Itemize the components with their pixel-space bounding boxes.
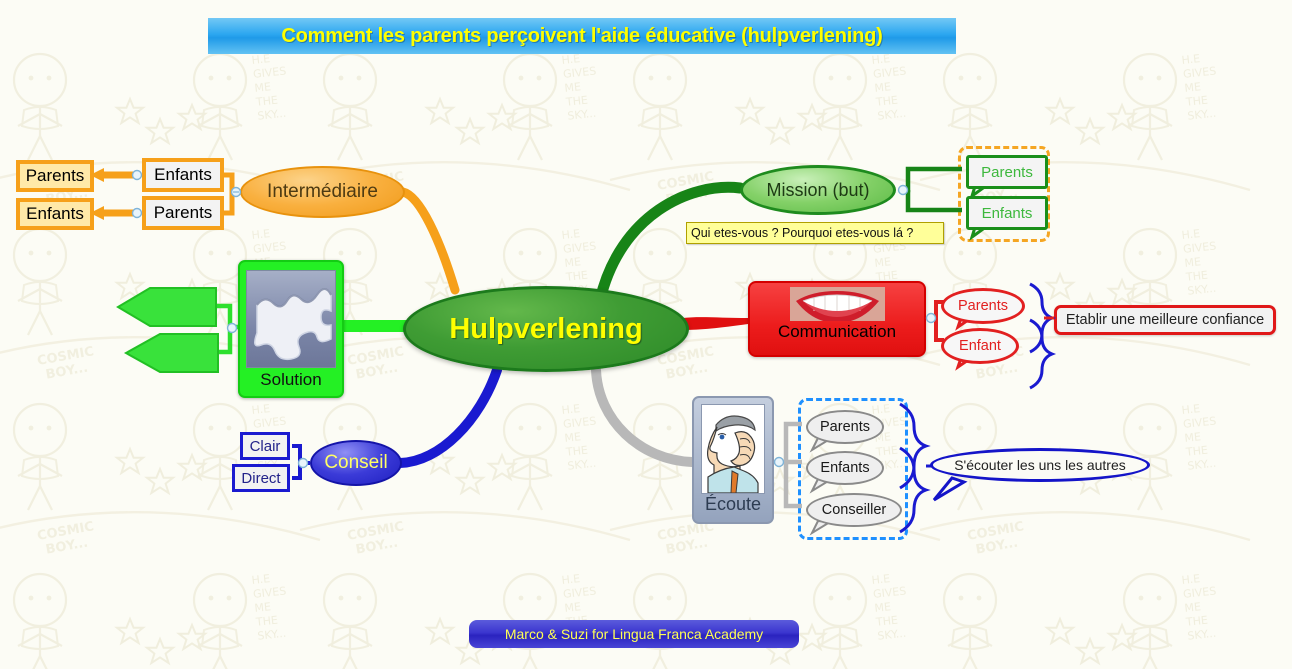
callout-ecoute-outcome-label: S'écouter les uns les autres	[954, 457, 1126, 473]
bubble-mission-parents[interactable]: Parents	[966, 155, 1048, 189]
node-mission-label: Mission (but)	[766, 179, 870, 200]
bubble-ecoute-conseiller[interactable]: Conseiller	[806, 493, 902, 527]
bubble-ecoute-enfants-label: Enfants	[820, 460, 870, 476]
callout-ecoute-outcome[interactable]: S'écouter les uns les autres	[930, 448, 1150, 482]
bubble-mission-enfants[interactable]: Enfants	[966, 196, 1048, 230]
bubble-ecoute-enfants[interactable]: Enfants	[806, 451, 884, 485]
box-intermediaire-outer-parents[interactable]: Parents	[16, 160, 94, 192]
node-ecoute[interactable]: Écoute	[692, 396, 774, 524]
footer-credit: Marco & Suzi for Lingua Franca Academy	[469, 620, 799, 648]
note-mission-question-text: Qui etes-vous ? Pourquoi etes-vous lá ?	[691, 226, 914, 240]
page-title-text: Comment les parents perçoivent l'aide éd…	[281, 24, 883, 47]
box-intermediaire-inner-enfants-label: Enfants	[154, 165, 212, 184]
bubble-mission-parents-label: Parents	[981, 163, 1033, 181]
node-solution-label: Solution	[260, 370, 322, 389]
node-communication[interactable]: Communication	[748, 281, 926, 357]
box-conseil-direct-label: Direct	[241, 469, 281, 487]
flag-indirecte[interactable]: Indirecte	[112, 288, 216, 326]
box-intermediaire-outer-enfants[interactable]: Enfants	[16, 198, 94, 230]
box-conseil-clair[interactable]: Clair	[240, 432, 290, 460]
bubble-communication-parents-label: Parents	[958, 298, 1008, 314]
box-intermediaire-outer-parents-label: Parents	[25, 166, 85, 185]
page-title: Comment les parents perçoivent l'aide éd…	[208, 18, 956, 54]
bubble-mission-enfants-label: Enfants	[981, 204, 1033, 222]
listening-man-icon	[701, 404, 765, 494]
bubble-ecoute-parents-label: Parents	[820, 419, 870, 435]
bubble-ecoute-conseiller-label: Conseiller	[821, 502, 887, 518]
box-communication-outcome[interactable]: Etablir une meilleure confiance	[1054, 305, 1276, 335]
node-conseil-label: Conseil	[324, 452, 388, 473]
bubble-communication-parents[interactable]: Parents	[941, 288, 1025, 324]
flag-directe-label: Directe	[145, 344, 197, 362]
box-intermediaire-outer-enfants-label: Enfants	[26, 204, 84, 223]
box-intermediaire-inner-parents-label: Parents	[153, 203, 213, 222]
node-solution[interactable]: Solution	[238, 260, 344, 398]
node-intermediaire-label: Intermédiaire	[267, 181, 378, 202]
node-ecoute-label: Écoute	[704, 494, 762, 514]
bubble-ecoute-parents[interactable]: Parents	[806, 410, 884, 444]
flag-directe[interactable]: Directe	[124, 334, 218, 372]
box-communication-outcome-label: Etablir une meilleure confiance	[1065, 312, 1265, 328]
box-conseil-clair-label: Clair	[249, 437, 281, 455]
node-communication-label: Communication	[777, 322, 897, 341]
bubble-communication-enfant-label: Enfant	[959, 338, 1001, 354]
box-intermediaire-inner-parents[interactable]: Parents	[142, 196, 224, 230]
bubble-communication-enfant[interactable]: Enfant	[941, 328, 1019, 364]
box-conseil-direct[interactable]: Direct	[232, 464, 290, 492]
central-node-label: Hulpverlening	[449, 312, 643, 345]
note-mission-question: Qui etes-vous ? Pourquoi etes-vous lá ?	[686, 222, 944, 244]
central-node-hulpverlening[interactable]: Hulpverlening	[403, 286, 689, 372]
node-conseil[interactable]: Conseil	[310, 440, 402, 486]
box-intermediaire-inner-enfants[interactable]: Enfants	[142, 158, 224, 192]
smiling-mouth-icon	[789, 287, 885, 321]
flag-indirecte-label: Indirecte	[132, 298, 196, 316]
footer-credit-text: Marco & Suzi for Lingua Franca Academy	[504, 626, 764, 642]
node-mission[interactable]: Mission (but)	[740, 165, 896, 215]
node-intermediaire[interactable]: Intermédiaire	[240, 166, 405, 218]
puzzle-piece-icon	[246, 270, 336, 368]
